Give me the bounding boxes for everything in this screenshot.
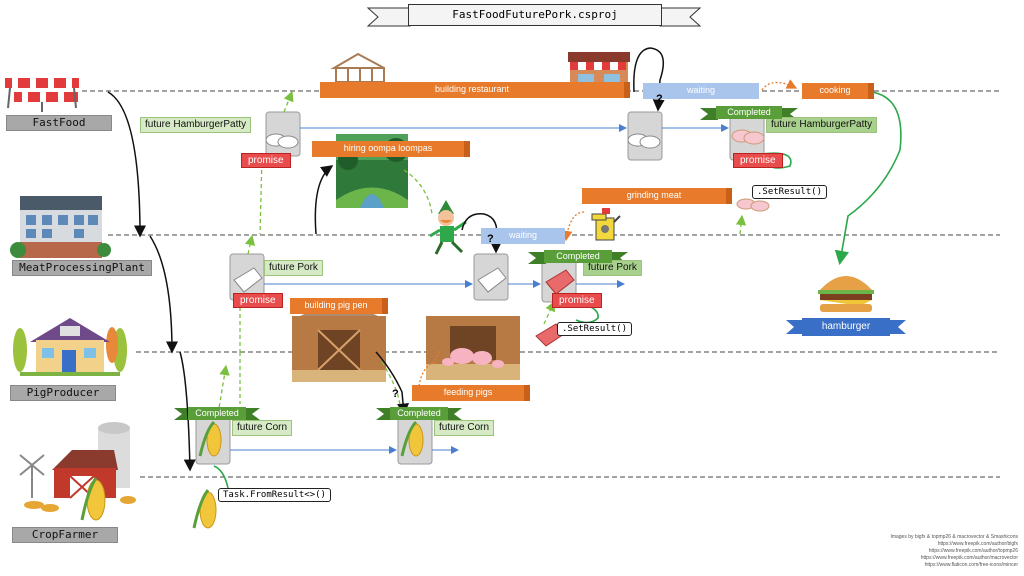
pork-icon	[233, 267, 575, 347]
promise-badge: promise	[733, 153, 783, 168]
lane-label-cropfarmer: CropFarmer	[12, 527, 118, 543]
lane-label-pigproducer: PigProducer	[10, 385, 116, 401]
question-mark: ?	[487, 233, 494, 245]
task-feeding-pigs: feeding pigs	[412, 385, 530, 401]
future-pork-label: future Pork	[264, 260, 323, 276]
set-result-label: .SetResult()	[557, 322, 633, 336]
future-hamburgerpatty-label: future HamburgerPatty	[140, 117, 252, 133]
hamburger-ribbon	[786, 318, 906, 336]
barricade-icon	[5, 78, 79, 112]
lane-label-meatprocessingplant: MeatProcessingPlant	[12, 260, 152, 276]
waiting-bar-meatplant: waiting	[481, 228, 565, 244]
title-banner-ribbon	[366, 7, 702, 27]
credit-line: https://www.freepik.com/author/macrovect…	[920, 555, 1018, 561]
meat-grinder-icon	[591, 208, 621, 241]
crop-farmer-barn-icon	[19, 422, 136, 512]
credit-line: Images by bigfx & topmp26 & macrovector …	[890, 534, 1018, 540]
image-credits: Images by bigfx & topmp26 & macrovector …	[848, 534, 1018, 569]
credit-line: https://www.freepik.com/author/bigfx	[937, 541, 1018, 547]
meat-plant-building-icon	[10, 196, 111, 258]
lane-label-fastfood: FastFood	[6, 115, 112, 131]
patty-icon	[265, 129, 770, 212]
completed-ribbon: Completed	[544, 250, 612, 263]
completed-ribbon: Completed	[716, 106, 782, 119]
task-building-restaurant: building restaurant	[320, 82, 630, 98]
completed-ribbon: Completed	[390, 407, 448, 420]
black-call-arrows	[107, 47, 665, 472]
promise-badge: promise	[552, 293, 602, 308]
credit-line: https://www.flaticon.com/free-icons/minc…	[924, 562, 1018, 568]
promise-badge: promise	[233, 293, 283, 308]
orange-dotted-arrows	[417, 79, 798, 395]
hamburger-icon	[818, 276, 874, 312]
future-corn-label: future Corn	[434, 420, 495, 436]
waiting-bar-fastfood: waiting	[643, 83, 759, 99]
question-mark: ?	[656, 93, 663, 105]
task-hiring-oompa-loompas: hiring oompa loompas	[312, 141, 470, 157]
set-result-label: .SetResult()	[752, 185, 828, 199]
pigs-in-pen-image	[426, 316, 520, 380]
hamburger-label: hamburger	[821, 321, 871, 332]
oompa-loompa-elf-icon	[429, 200, 467, 255]
pig-producer-house-icon	[13, 318, 127, 376]
future-corn-label: future Corn	[232, 420, 293, 436]
future-pork-completed-label: future Pork	[583, 260, 642, 276]
credit-line: https://www.freepik.com/author/topmp26	[928, 548, 1018, 554]
dashed-green-arrows	[217, 90, 747, 415]
task-cooking: cooking	[802, 83, 874, 99]
task-building-pig-pen: building pig pen	[290, 298, 388, 314]
blue-flow-arrows	[230, 124, 729, 454]
from-result-label: Task.FromResult<>()	[218, 488, 331, 502]
task-grinding-meat: grinding meat	[582, 188, 732, 204]
promise-badge: promise	[241, 153, 291, 168]
project-title: FastFoodFuturePork.csproj	[408, 4, 662, 26]
question-mark: ?	[392, 388, 399, 400]
future-hamburgerpatty-completed-label: future HamburgerPatty	[766, 117, 878, 133]
completed-ribbon: Completed	[188, 407, 246, 420]
corn-icon	[80, 420, 424, 529]
